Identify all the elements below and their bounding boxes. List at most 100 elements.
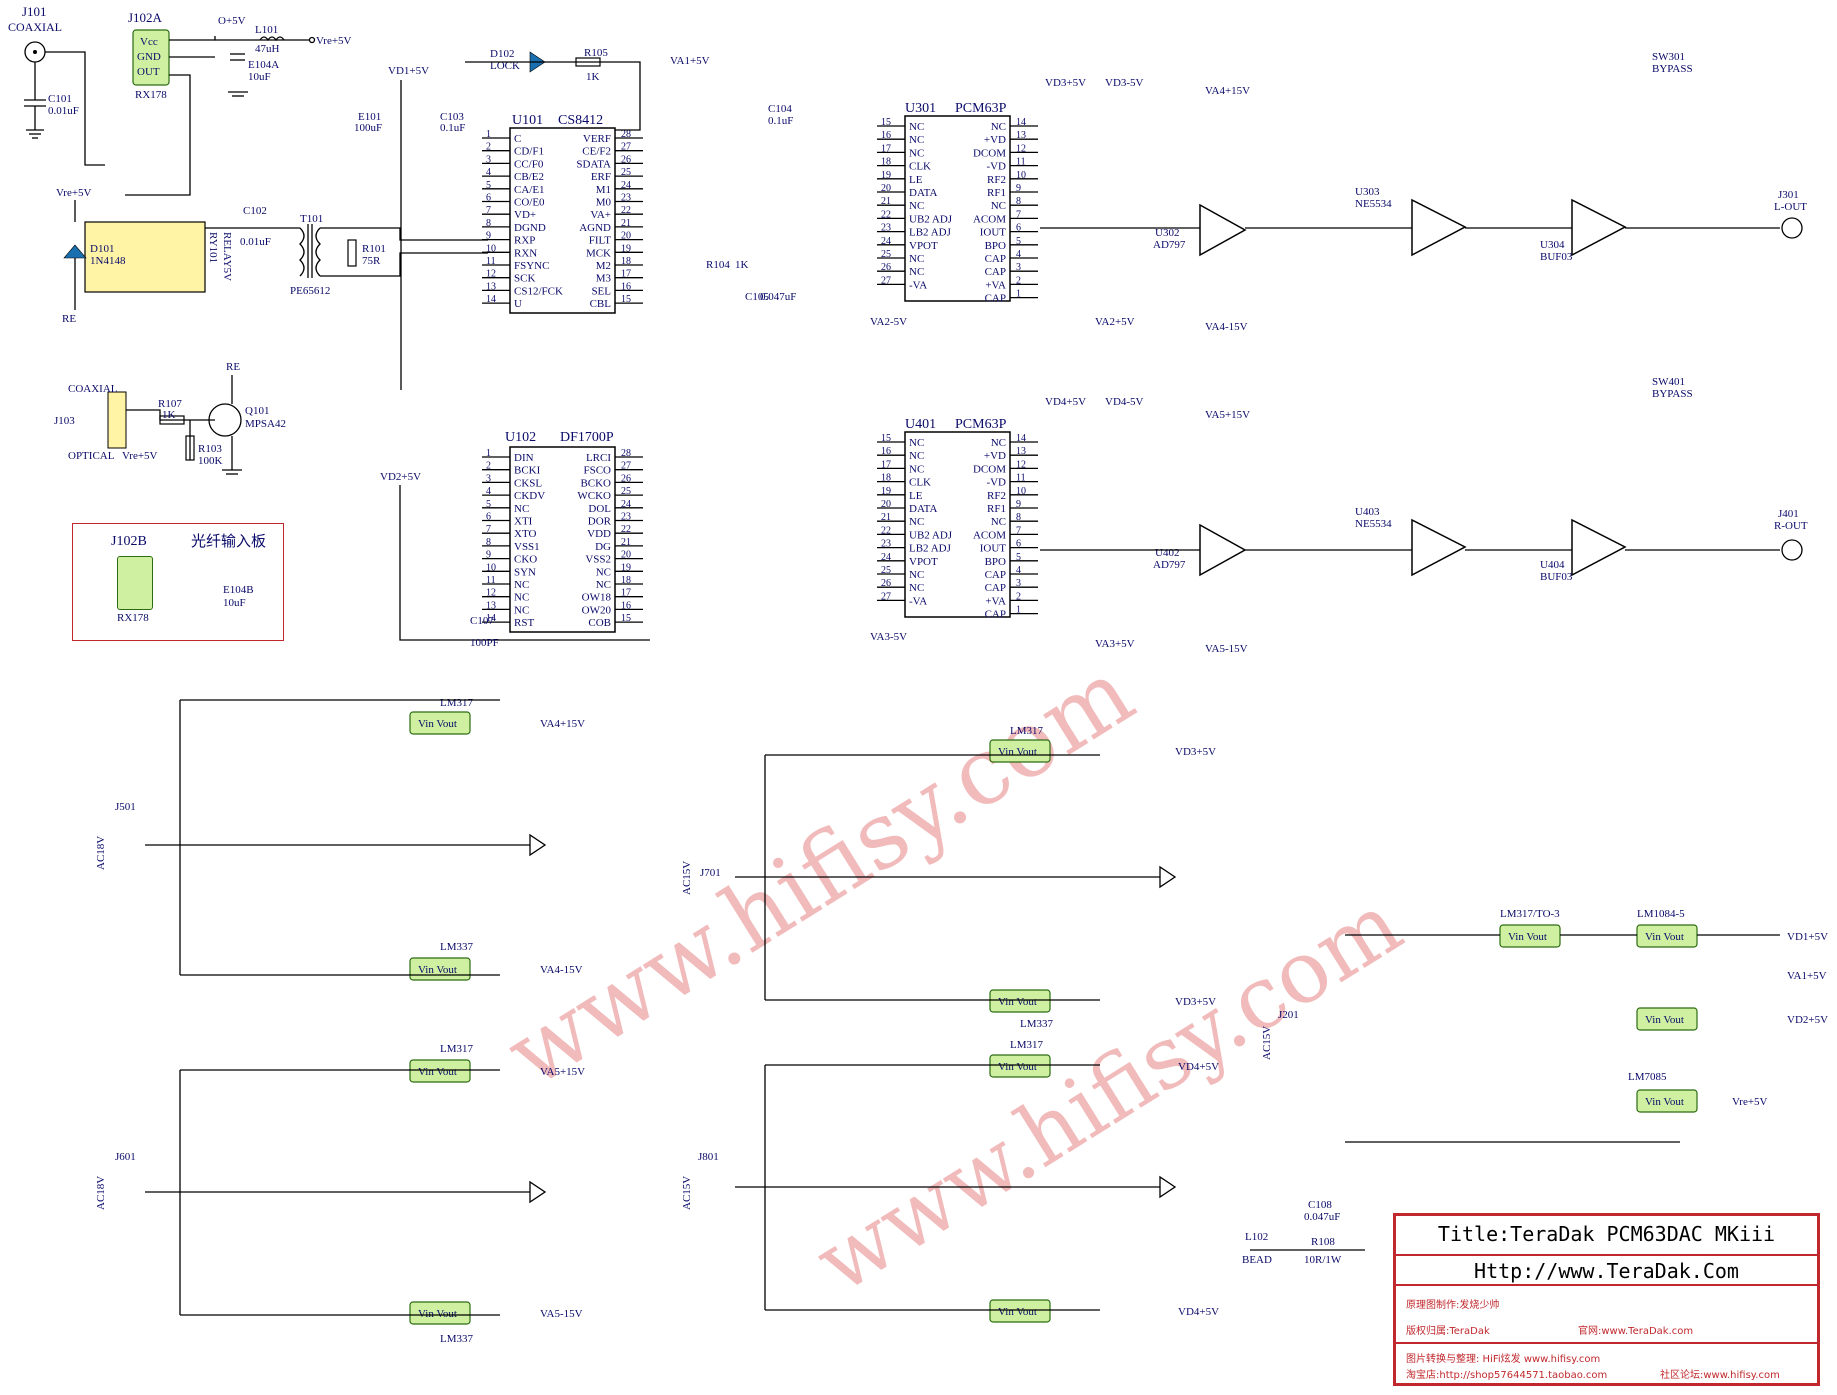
ic-pin-label: CAP: [985, 569, 1006, 581]
u204-regulator: [1636, 1089, 1698, 1113]
ic-pin-number: 16: [621, 600, 631, 611]
ic-pin-number: 18: [621, 256, 631, 267]
schematic-title: Title:TeraDak PCM63DAC MKiii: [1437, 1222, 1776, 1246]
ic-pin-number: 24: [881, 552, 891, 563]
e104a-ref: E104A: [248, 59, 279, 71]
ic-pin-number: 24: [621, 499, 631, 510]
ic-pin-label: CKDV: [514, 490, 545, 502]
ic-pin-label: MCK: [586, 247, 611, 259]
u602-part: LM337: [440, 1333, 474, 1345]
ic-pin-number: 2: [486, 461, 491, 472]
ic-pin-number: 10: [486, 243, 496, 254]
power-supply-500: J501 AC18V Vin Vout LM317 Vin Vout LM337…: [95, 697, 585, 981]
j101-coaxial-label: COAXIAL: [8, 20, 62, 34]
r101-value: 75R: [362, 255, 381, 267]
ic-pin-label: LB2 ADJ: [909, 227, 952, 239]
ic-pin-number: 15: [621, 294, 631, 305]
ic-pin-label: -VD: [986, 477, 1006, 489]
ic-pin-number: 12: [486, 269, 496, 280]
ic-pin-label: ACOM: [973, 213, 1006, 225]
u403-ref: U403: [1355, 506, 1380, 518]
psu800-vd4: VD4+5V: [1178, 1061, 1219, 1073]
r104-ref: R104: [706, 259, 730, 271]
ic-pin-label: NC: [991, 121, 1006, 133]
svg-text:GND: GND: [137, 51, 161, 63]
vd1-rail-label: VD1+5V: [388, 65, 429, 77]
ic-pin-label: RF2: [987, 174, 1006, 186]
ic-pin-number: 19: [621, 562, 631, 573]
ry101-value: RELAY5V: [221, 232, 233, 281]
va1-rail-label: VA1+5V: [670, 55, 710, 67]
u404-part: BUF03: [1540, 571, 1573, 583]
e104b-value: 10uF: [223, 597, 246, 609]
ic-pin-label: NC: [909, 253, 924, 265]
ic-pin-number: 18: [881, 473, 891, 484]
u502-part: LM337: [440, 941, 474, 953]
d101-value: 1N4148: [90, 255, 126, 267]
ic-pin-label: CD/F1: [514, 146, 544, 158]
ic-pin-label: LB2 ADJ: [909, 543, 952, 555]
ic-pin-label: NC: [596, 566, 611, 578]
ic-pin-number: 21: [621, 537, 631, 548]
u801-label: Vin Vout: [998, 1061, 1037, 1073]
u303-opamp: [1411, 198, 1467, 257]
q101-transistor: [208, 403, 242, 437]
u403-part: NE5534: [1355, 518, 1392, 530]
svg-text:C104: C104: [768, 103, 792, 115]
vd4-rail-label: VD4+5V: [1045, 396, 1086, 408]
r101-resistor: [347, 239, 357, 267]
j301-label: J301: [1778, 189, 1799, 201]
j103-vre: Vre+5V: [122, 450, 158, 462]
ic-pin-label: SEL: [591, 285, 611, 297]
ic-pin-label: -VA: [909, 279, 927, 291]
ic-pin-label: DGND: [514, 222, 546, 234]
ic-pin-number: 13: [486, 281, 496, 292]
ic-pin-label: CE/F2: [582, 146, 611, 158]
ic-pin-label: OW20: [582, 604, 612, 616]
l102-ref: L102: [1245, 1231, 1268, 1243]
ic-pin-label: NC: [514, 579, 529, 591]
ic-pin-label: DIN: [514, 452, 534, 464]
u302-opamp: [1199, 203, 1247, 257]
svg-text:C103: C103: [440, 111, 464, 123]
ic-pin-label: NC: [909, 147, 924, 159]
va5n-label: VA5-15V: [1205, 643, 1248, 655]
j201-label: J201: [1278, 1009, 1299, 1021]
q101-value: MPSA42: [245, 418, 286, 430]
u302-ref: U302: [1155, 227, 1179, 239]
ic-pin-label: SYN: [514, 566, 536, 578]
ic-pin-label: COB: [588, 617, 611, 629]
c102-ref: C102: [243, 205, 267, 217]
ic-pin-label: -VA: [909, 595, 927, 607]
u701-part: LM317: [1010, 725, 1044, 737]
u102-chip: U102 DF1700P DIN1BCKI2CKSL3CKDV4NC5XTI6X…: [380, 430, 650, 649]
ic-pin-number: 17: [881, 143, 891, 154]
ic-pin-number: 22: [621, 524, 631, 535]
ic-pin-number: 8: [1016, 512, 1021, 523]
sw301-ref: SW301: [1652, 51, 1685, 63]
title-separator-2: [1396, 1342, 1817, 1344]
u601-regulator: [409, 1059, 471, 1083]
u203-regulator: [1636, 1007, 1698, 1031]
c101-ref: C101: [48, 93, 72, 105]
u404-ref: U404: [1540, 559, 1565, 571]
ic-pin-number: 15: [881, 433, 891, 444]
ic-pin-label: UB2 ADJ: [909, 529, 953, 541]
u303-part: NE5534: [1355, 198, 1392, 210]
relay-vre-label: Vre+5V: [56, 187, 92, 199]
u304-part: BUF03: [1540, 251, 1573, 263]
psu600-va5p: VA5+15V: [540, 1066, 585, 1078]
l102-bead: BEAD: [1242, 1254, 1272, 1266]
r105-ref: R105: [584, 47, 608, 59]
ic-pin-label: SDATA: [576, 158, 611, 170]
ic-pin-number: 28: [621, 448, 631, 459]
psu600-va5n: VA5-15V: [540, 1308, 583, 1320]
j701-ac-label: AC15V: [681, 861, 693, 895]
ic-pin-number: 17: [881, 459, 891, 470]
ic-pin-number: 27: [881, 275, 891, 286]
c108-ref: C108: [1308, 1199, 1332, 1211]
ic-pin-label: NC: [514, 503, 529, 515]
